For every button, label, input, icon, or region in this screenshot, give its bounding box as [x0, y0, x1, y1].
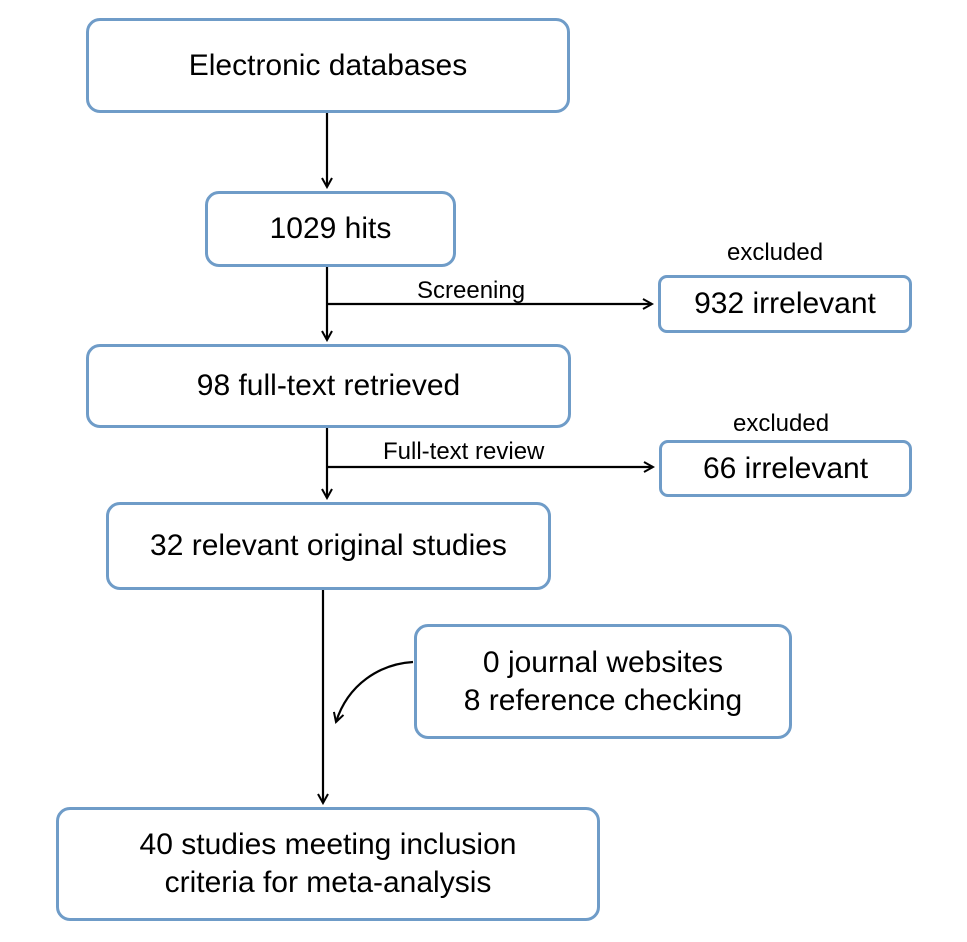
box-excluded-fulltext: 66 irrelevant	[659, 440, 912, 497]
label-excluded-screening: excluded	[727, 239, 824, 266]
box-final-studies-line2: criteria for meta-analysis	[164, 866, 492, 899]
box-full-text-retrieved-text: 98 full-text retrieved	[196, 369, 461, 402]
box-hits-text: 1029 hits	[269, 212, 392, 245]
box-full-text-retrieved: 98 full-text retrieved	[86, 344, 571, 428]
label-excluded-fulltext: excluded	[733, 410, 830, 437]
box-final-studies: 40 studies meeting inclusion criteria fo…	[56, 807, 600, 921]
label-fulltext-review: Full-text review	[383, 438, 545, 465]
box-hits: 1029 hits	[205, 191, 456, 267]
box-electronic-databases: Electronic databases	[86, 18, 570, 113]
box-final-studies-line1: 40 studies meeting inclusion	[139, 828, 517, 861]
box-relevant-studies: 32 relevant original studies	[106, 502, 551, 590]
box-additional-sources: 0 journal websites 8 reference checking	[414, 624, 792, 739]
box-electronic-databases-text: Electronic databases	[188, 48, 468, 82]
arrow-additional-sources	[336, 660, 414, 722]
box-additional-sources-line2: 8 reference checking	[463, 683, 743, 717]
box-excluded-screening: 932 irrelevant	[658, 275, 912, 333]
box-additional-sources-line1: 0 journal websites	[482, 645, 724, 679]
box-relevant-studies-text: 32 relevant original studies	[150, 529, 507, 562]
label-screening: Screening	[417, 277, 526, 304]
box-excluded-screening-text: 932 irrelevant	[694, 287, 876, 320]
box-excluded-fulltext-text: 66 irrelevant	[702, 451, 869, 485]
